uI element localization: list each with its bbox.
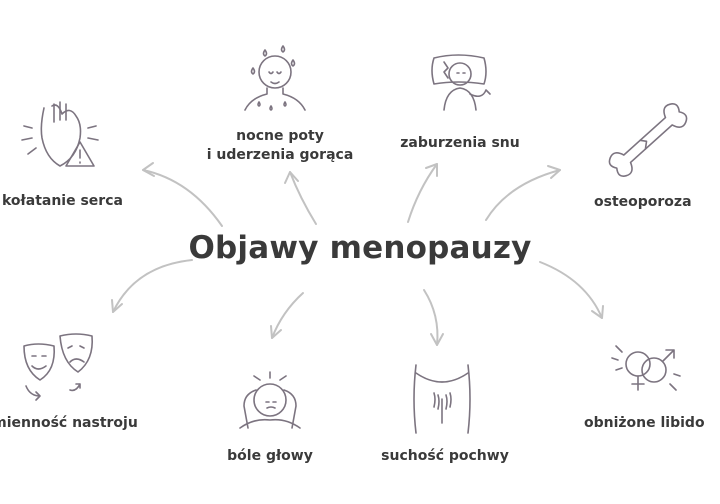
label-mood-swings-clip: zmienność nastroju bbox=[0, 414, 160, 436]
arrow-to-headaches bbox=[270, 292, 304, 339]
pelvis-icon bbox=[413, 364, 471, 434]
label-headaches: bóle głowy bbox=[227, 448, 313, 464]
arrow-to-mood-swings bbox=[111, 259, 193, 313]
label-osteoporosis: osteoporoza bbox=[594, 194, 692, 210]
arrow-to-osteoporosis bbox=[485, 165, 561, 221]
label-vaginal-dryness: suchość pochwy bbox=[381, 448, 509, 464]
arrows bbox=[111, 162, 604, 346]
arrow-to-sleep-disorders bbox=[407, 163, 438, 223]
arrow-to-low-libido bbox=[539, 261, 604, 319]
label-heart-palpitations: kołatanie serca bbox=[2, 193, 123, 209]
bone-icon bbox=[608, 103, 688, 177]
arrow-to-heart-palpitations bbox=[142, 162, 223, 227]
label-mood-swings: zmienność nastroju bbox=[0, 415, 138, 431]
label-low-libido: obniżone libido bbox=[584, 415, 705, 431]
sweating-face-icon bbox=[244, 45, 306, 111]
gender-symbols-icon bbox=[611, 345, 681, 391]
label-night-sweats-line2: i uderzenia gorąca bbox=[206, 147, 354, 163]
theater-masks-icon bbox=[23, 333, 94, 401]
headache-icon bbox=[239, 371, 301, 429]
heart-warning-icon bbox=[21, 101, 99, 167]
arrow-to-vaginal-dryness bbox=[423, 289, 444, 346]
label-night-sweats: nocne poty i uderzenia gorąca bbox=[190, 127, 370, 165]
label-night-sweats-line1: nocne poty bbox=[236, 128, 324, 144]
arrow-to-night-sweats bbox=[284, 171, 317, 225]
sleepless-person-icon bbox=[431, 54, 491, 111]
diagram-title: Objawy menopauzy bbox=[188, 230, 532, 266]
label-sleep-disorders: zaburzenia snu bbox=[400, 135, 520, 151]
